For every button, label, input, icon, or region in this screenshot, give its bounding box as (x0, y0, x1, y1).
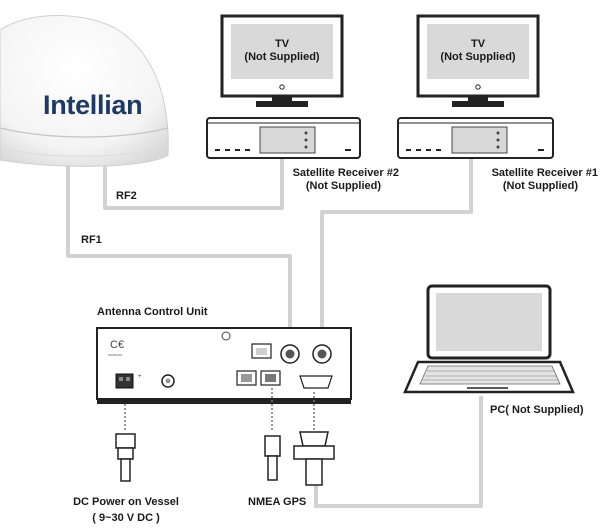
intellian-logo: Intellian (43, 90, 143, 120)
dc-power-label: DC Power on Vessel ( 9~30 V DC ) (68, 496, 184, 525)
rf1-label: RF1 (81, 234, 102, 246)
tv-2-note: (Not Supplied) (244, 51, 320, 63)
receiver-2-title: Satellite Receiver #2 (292, 167, 399, 179)
dc-power-voltage: ( 9~30 V DC ) (92, 512, 160, 524)
serial-cable-plug (293, 392, 335, 486)
svg-text:WARNING: WARNING (108, 353, 123, 357)
receiver-1-title: Satellite Receiver #1 (491, 167, 598, 179)
svg-text:C€: C€ (110, 339, 124, 351)
pc-label: PC( Not Supplied) (490, 404, 584, 416)
svg-text:+: + (138, 374, 142, 380)
tv-1-label: TV (Not Supplied) (440, 38, 515, 64)
satellite-receiver-1 (397, 117, 554, 159)
antenna-control-unit-label: Antenna Control Unit (97, 306, 208, 318)
tv-1-monitor (416, 14, 540, 107)
receiver1-cable (320, 154, 473, 345)
nmea-gps-label: NMEA GPS (248, 496, 307, 508)
tv-2-title: TV (274, 38, 290, 50)
rf2-cable (103, 150, 284, 210)
satellite-receiver-2-label: Satellite Receiver #2 (Not Supplied) (264, 167, 399, 193)
tv-1-title: TV (470, 38, 486, 50)
cables (66, 150, 483, 508)
pc-laptop (403, 284, 575, 394)
pc-cable (314, 396, 483, 508)
rf1-cable (66, 150, 292, 345)
satellite-receiver-2 (206, 117, 361, 159)
receiver-1-note: (Not Supplied) (502, 180, 578, 192)
nmea-gps-plug (264, 388, 281, 481)
antenna-dome (0, 15, 169, 167)
dc-power-plug (115, 404, 136, 482)
antenna-control-unit: C€ WARNING + (96, 327, 352, 404)
receiver-2-note: (Not Supplied) (305, 180, 381, 192)
tv-2-monitor (220, 14, 344, 107)
tv-1-note: (Not Supplied) (440, 51, 516, 63)
tv-2-label: TV (Not Supplied) (244, 38, 319, 64)
satellite-receiver-1-label: Satellite Receiver #1 (Not Supplied) (463, 167, 598, 193)
dc-power-title: DC Power on Vessel (73, 496, 179, 508)
rf2-label: RF2 (116, 190, 137, 202)
